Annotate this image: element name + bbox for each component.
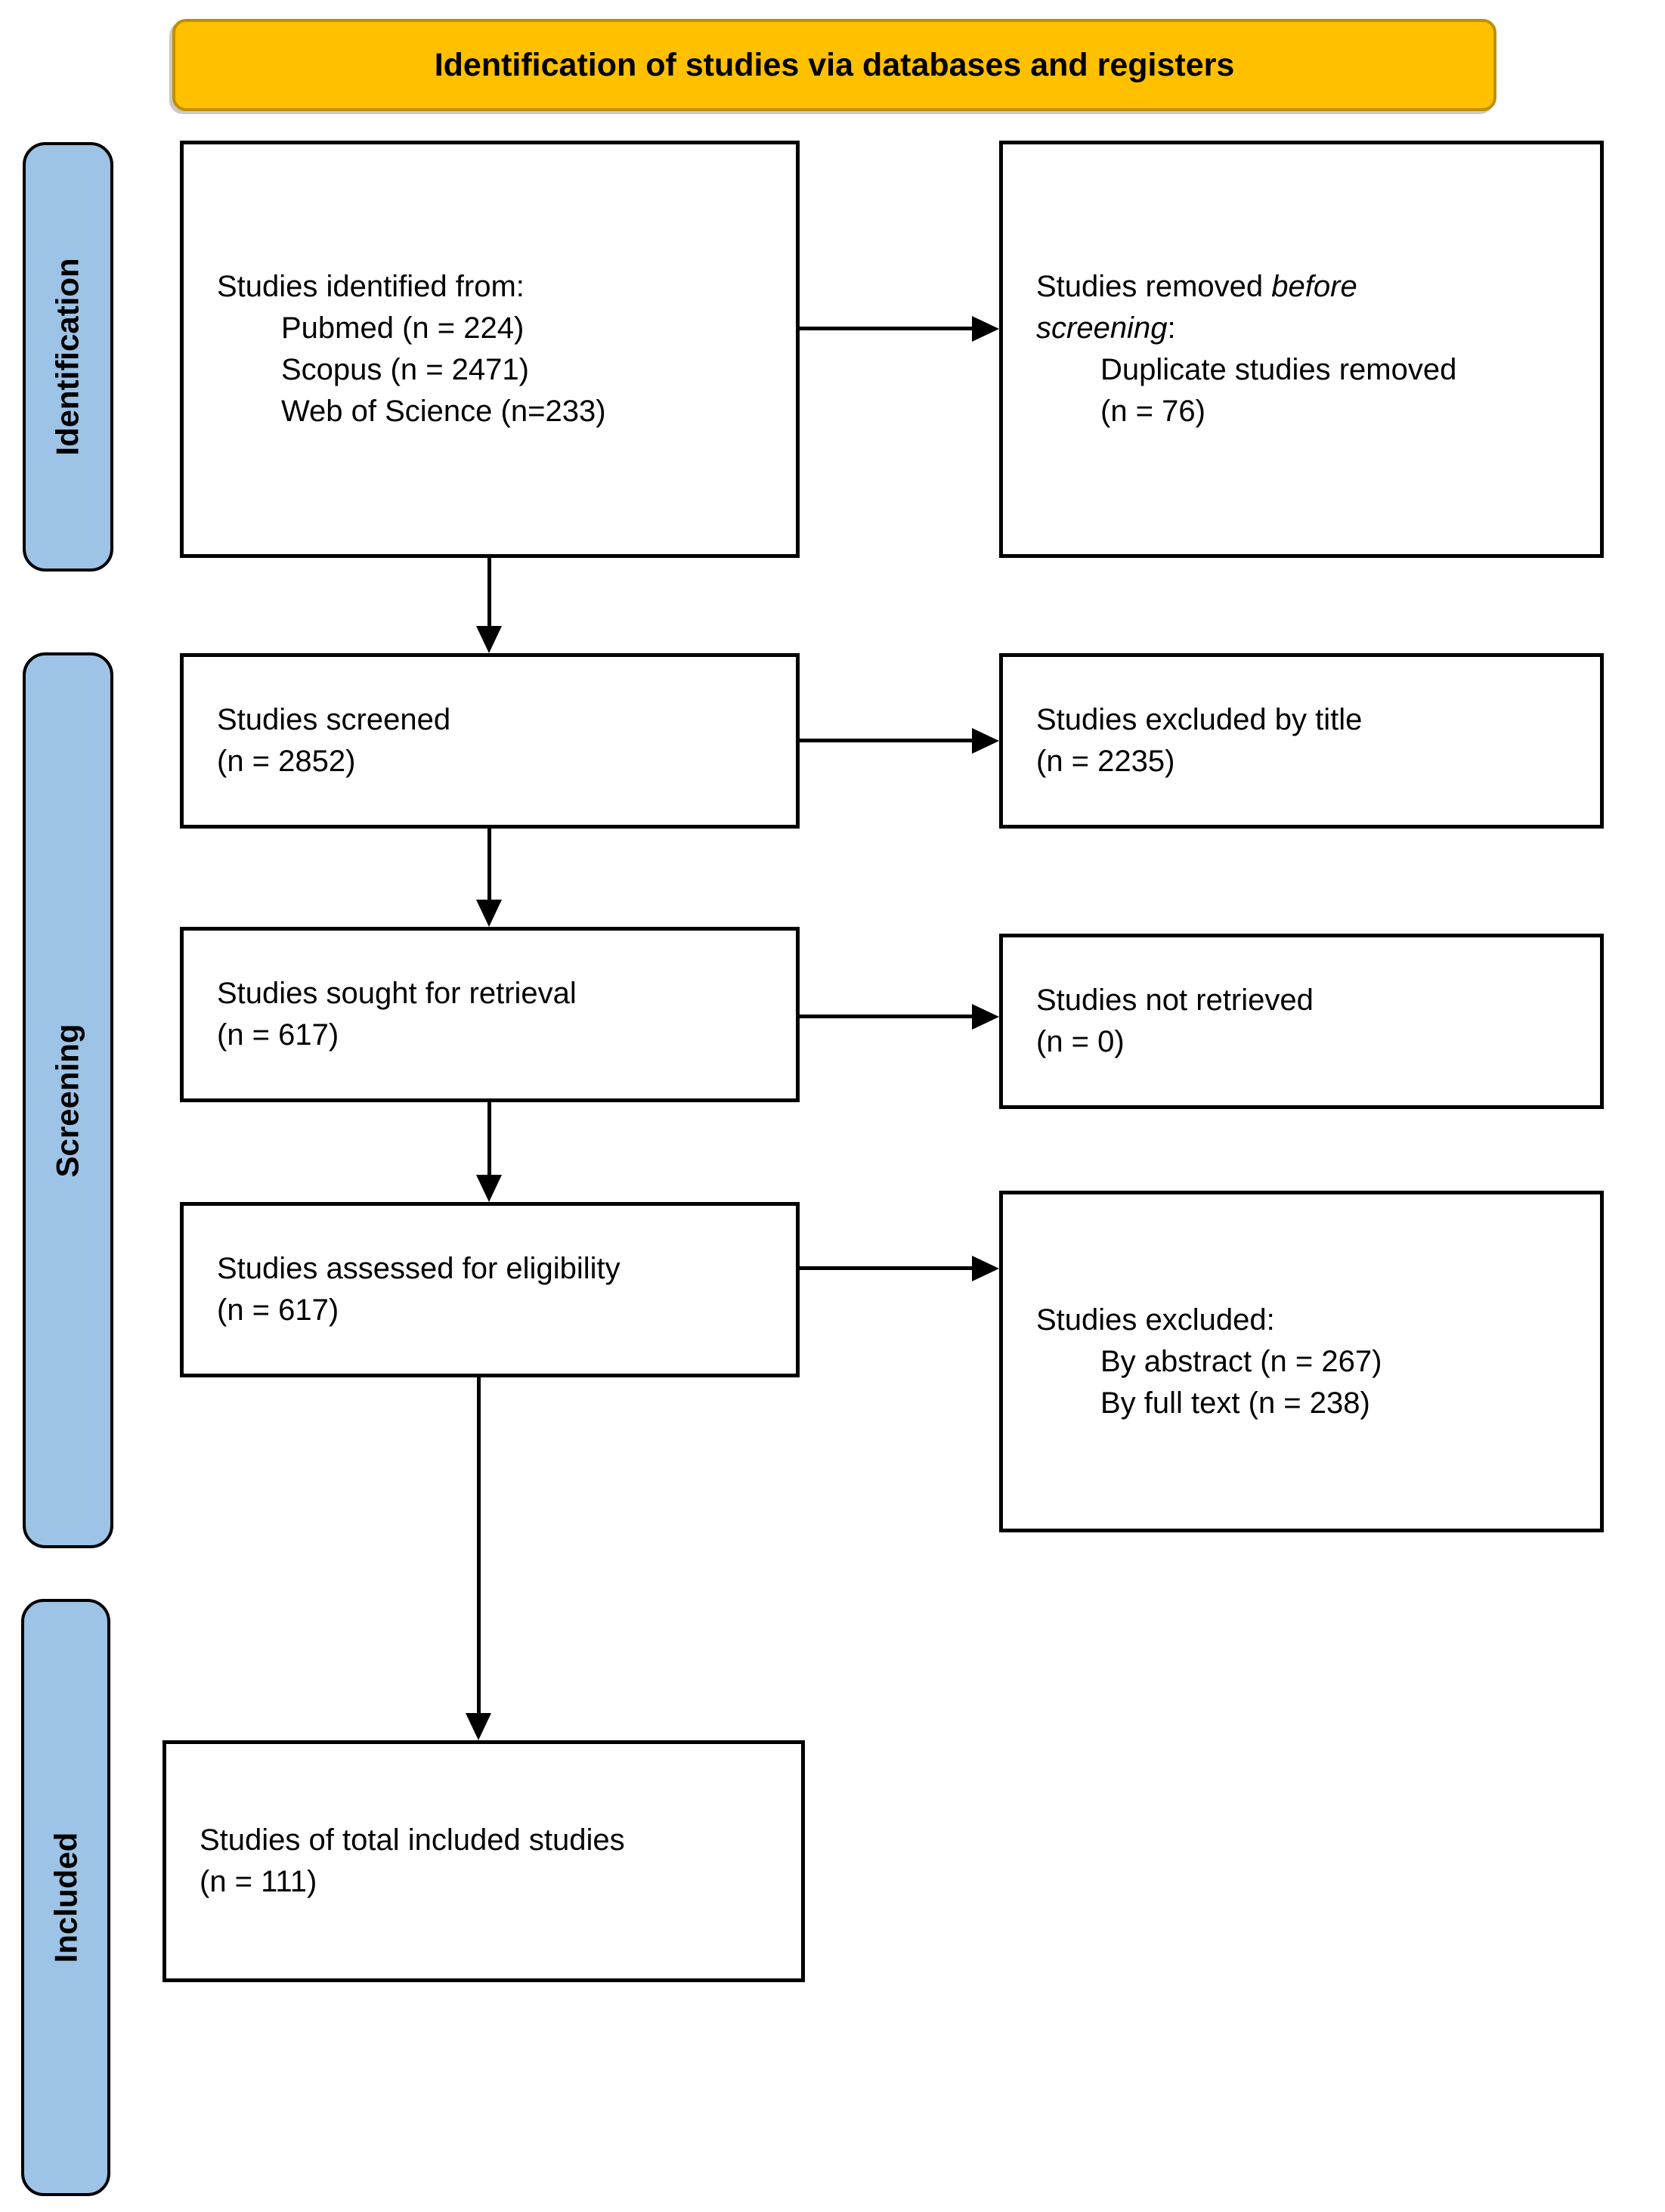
- box-line: Pubmed (n = 224): [281, 311, 525, 345]
- stage-label-included: Included: [48, 1832, 83, 1963]
- box-line: Studies excluded:: [1036, 1303, 1275, 1337]
- box-line: Studies removed before: [1036, 270, 1357, 303]
- box-studies-assessed-for-eligibility: Studies assessed for eligibility (n = 61…: [180, 1202, 800, 1377]
- arrow-screened-to-excluded-by-title: [800, 739, 973, 742]
- arrowhead-right-icon: [972, 316, 999, 342]
- box-line: (n = 0): [1036, 1025, 1125, 1058]
- stage-bar-identification: Identification: [23, 142, 113, 572]
- box-studies-excluded-by-title: Studies excluded by title (n = 2235): [999, 653, 1604, 829]
- arrow-sought-to-not-retrieved: [800, 1015, 973, 1018]
- arrow-assessed-to-included: [477, 1377, 481, 1715]
- box-line: Studies sought for retrieval: [217, 977, 577, 1010]
- box-line: (n = 111): [200, 1865, 317, 1898]
- stage-bar-included: Included: [21, 1599, 110, 2196]
- header-title: Identification of studies via databases …: [434, 46, 1235, 83]
- arrowhead-down-icon: [476, 626, 502, 653]
- box-line: (n = 617): [217, 1018, 339, 1052]
- box-studies-identified: Studies identified from: Pubmed (n = 224…: [180, 141, 800, 558]
- arrow-identified-to-screened: [487, 558, 491, 627]
- box-total-included-studies: Studies of total included studies (n = 1…: [162, 1740, 805, 1982]
- box-line: Studies screened: [217, 703, 451, 736]
- box-studies-excluded: Studies excluded: By abstract (n = 267) …: [999, 1191, 1604, 1532]
- arrowhead-right-icon: [972, 1256, 999, 1281]
- box-studies-not-retrieved: Studies not retrieved (n = 0): [999, 934, 1604, 1109]
- arrowhead-down-icon: [476, 1175, 502, 1202]
- arrow-assessed-to-excluded: [800, 1266, 973, 1270]
- box-line: (n = 617): [217, 1293, 339, 1327]
- box-line: (n = 2235): [1036, 745, 1175, 778]
- stage-label-screening: Screening: [50, 1023, 86, 1178]
- box-studies-sought-for-retrieval: Studies sought for retrieval (n = 617): [180, 927, 800, 1102]
- box-line: screening:: [1036, 311, 1176, 345]
- box-line: By abstract (n = 267): [1100, 1344, 1382, 1378]
- arrowhead-down-icon: [476, 900, 502, 927]
- arrowhead-down-icon: [466, 1713, 491, 1740]
- box-line: (n = 2852): [217, 745, 356, 778]
- box-line: Duplicate studies removed: [1100, 353, 1457, 386]
- arrow-sought-to-assessed: [487, 1102, 491, 1176]
- arrow-identified-to-removed: [800, 327, 973, 330]
- box-line: Studies assessed for eligibility: [217, 1252, 621, 1285]
- arrow-screened-to-sought: [487, 829, 491, 901]
- stage-bar-screening: Screening: [23, 652, 113, 1548]
- box-line: Studies identified from:: [217, 270, 525, 303]
- arrowhead-right-icon: [972, 728, 999, 754]
- box-line: Web of Science (n=233): [281, 395, 606, 428]
- box-studies-screened: Studies screened (n = 2852): [180, 653, 800, 829]
- box-line: Studies of total included studies: [200, 1823, 625, 1857]
- box-line: Studies not retrieved: [1036, 984, 1314, 1017]
- box-line: (n = 76): [1100, 395, 1205, 428]
- box-studies-removed-before-screening: Studies removed before screening: Duplic…: [999, 141, 1604, 558]
- box-line: By full text (n = 238): [1100, 1386, 1370, 1420]
- arrowhead-right-icon: [972, 1004, 999, 1030]
- box-line: Scopus (n = 2471): [281, 353, 529, 386]
- box-line: Studies excluded by title: [1036, 703, 1363, 736]
- header-banner: Identification of studies via databases …: [172, 19, 1496, 111]
- stage-label-identification: Identification: [50, 258, 85, 456]
